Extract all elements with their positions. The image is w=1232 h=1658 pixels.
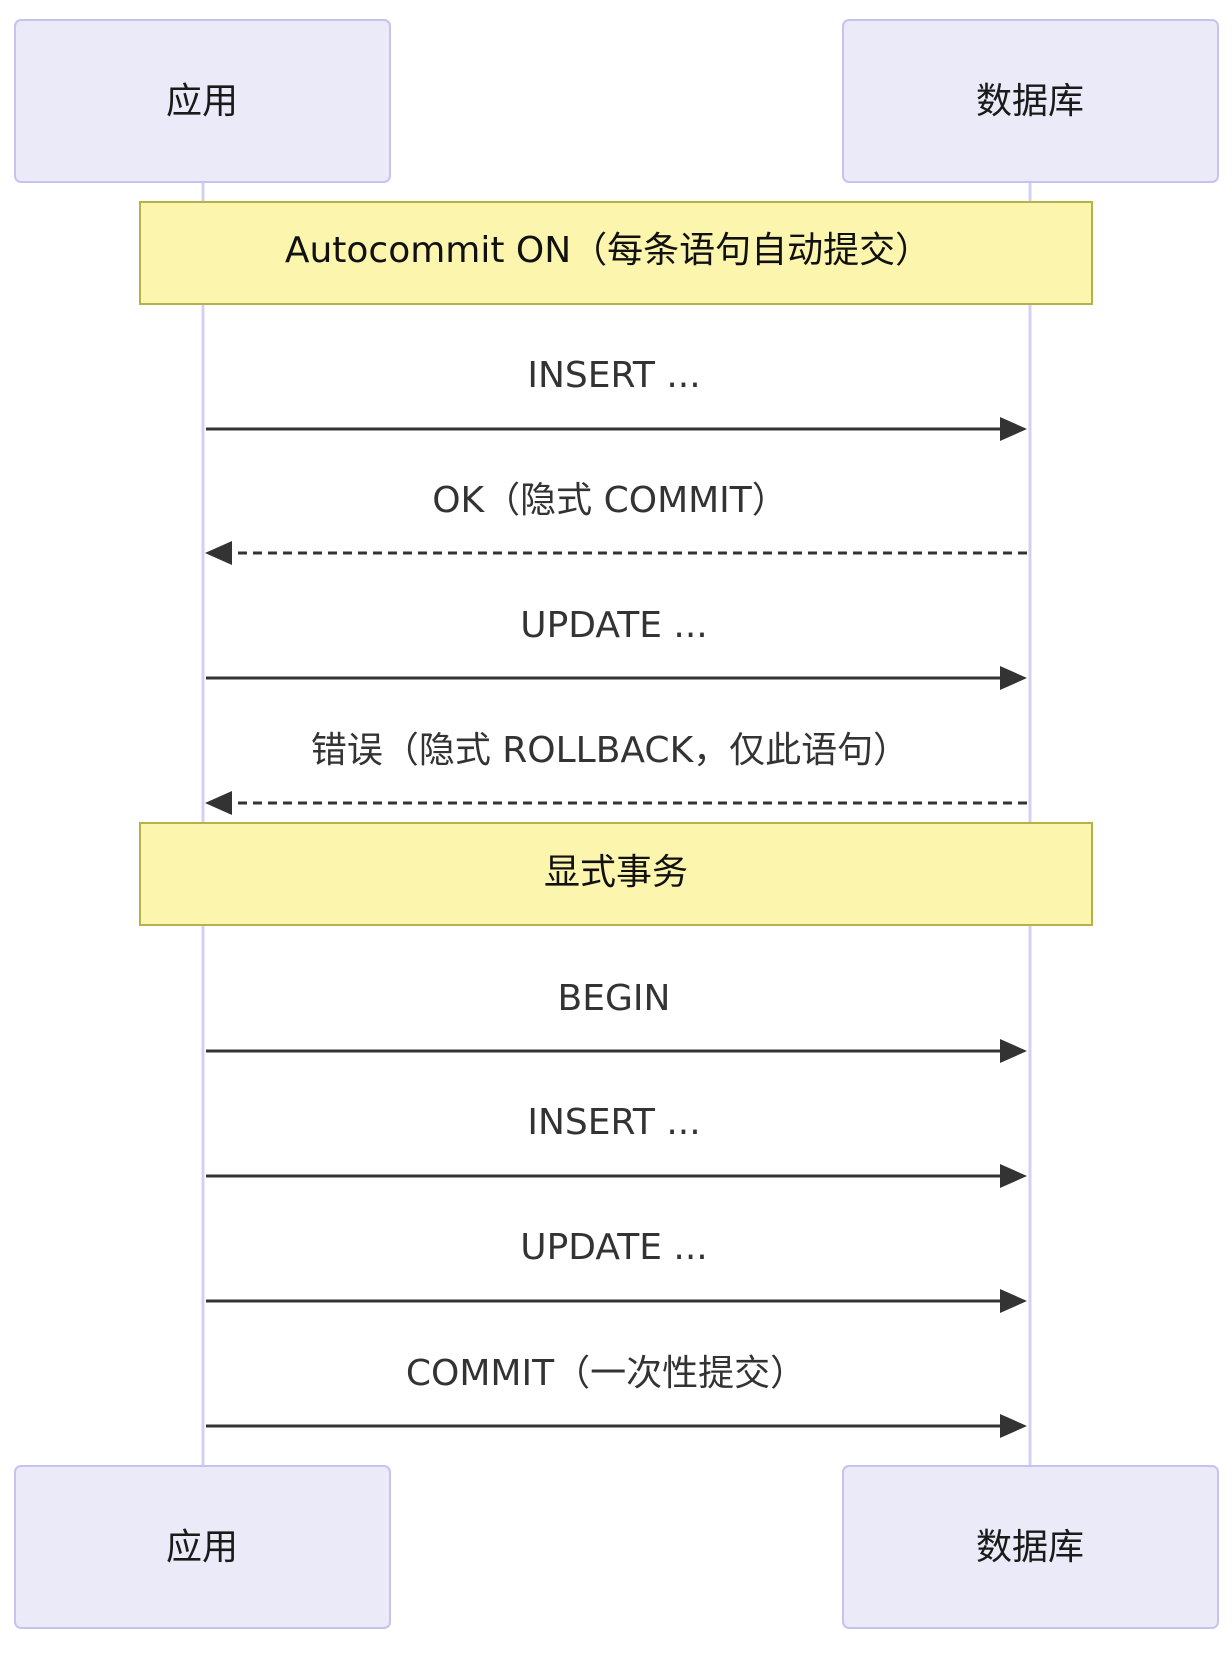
message-ok-reply: OK（隐式 COMMIT）: [205, 480, 1027, 565]
message-insert-2: INSERT ...: [206, 1102, 1027, 1188]
note-explicit-transaction-label: 显式事务: [544, 852, 688, 893]
message-insert-1: INSERT ...: [206, 355, 1027, 441]
actor-app-bottom-label: 应用: [166, 1527, 238, 1568]
actor-app-top-label: 应用: [166, 81, 238, 122]
message-update-2-label: UPDATE ...: [520, 1227, 708, 1268]
message-commit-label: COMMIT（一次性提交）: [406, 1353, 806, 1394]
actor-app-bottom: 应用: [14, 1465, 391, 1629]
message-error-reply: 错误（隐式 ROLLBACK，仅此语句）: [205, 730, 1027, 815]
message-update-1: UPDATE ...: [206, 605, 1027, 690]
actor-db-top-label: 数据库: [976, 81, 1084, 122]
actor-db-bottom-label: 数据库: [976, 1527, 1084, 1568]
arrowhead: [1000, 1414, 1027, 1438]
note-explicit-transaction: 显式事务: [139, 822, 1093, 926]
arrowhead: [1000, 666, 1027, 690]
message-update-2: UPDATE ...: [206, 1227, 1027, 1313]
message-ok-reply-label: OK（隐式 COMMIT）: [432, 480, 788, 521]
message-error-reply-label: 错误（隐式 ROLLBACK，仅此语句）: [311, 730, 909, 771]
message-insert-2-label: INSERT ...: [527, 1102, 700, 1143]
message-begin-label: BEGIN: [558, 978, 671, 1019]
arrowhead: [1000, 1164, 1027, 1188]
message-update-1-label: UPDATE ...: [520, 605, 708, 646]
note-autocommit-label: Autocommit ON（每条语句自动提交）: [285, 230, 931, 271]
arrowhead: [1000, 417, 1027, 441]
actor-db-bottom: 数据库: [842, 1465, 1219, 1629]
actor-db-top: 数据库: [842, 19, 1219, 183]
message-begin: BEGIN: [206, 978, 1027, 1063]
arrowhead: [1000, 1039, 1027, 1063]
message-insert-1-label: INSERT ...: [527, 355, 700, 396]
arrowhead: [205, 791, 232, 815]
arrowhead: [205, 541, 232, 565]
actor-app-top: 应用: [14, 19, 391, 183]
message-commit: COMMIT（一次性提交）: [206, 1353, 1027, 1438]
arrowhead: [1000, 1289, 1027, 1313]
note-autocommit: Autocommit ON（每条语句自动提交）: [139, 201, 1093, 305]
